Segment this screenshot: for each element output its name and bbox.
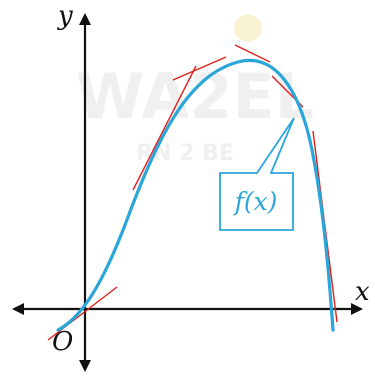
tangent-line-origin (48, 287, 117, 340)
curve-label-callout: f(x) (220, 118, 294, 230)
watermark-bee-icon (234, 14, 262, 42)
origin-label: O (52, 327, 73, 357)
curve-label: f(x) (233, 187, 278, 216)
x-axis-label: x (355, 277, 370, 307)
y-axis-label: y (57, 1, 73, 31)
